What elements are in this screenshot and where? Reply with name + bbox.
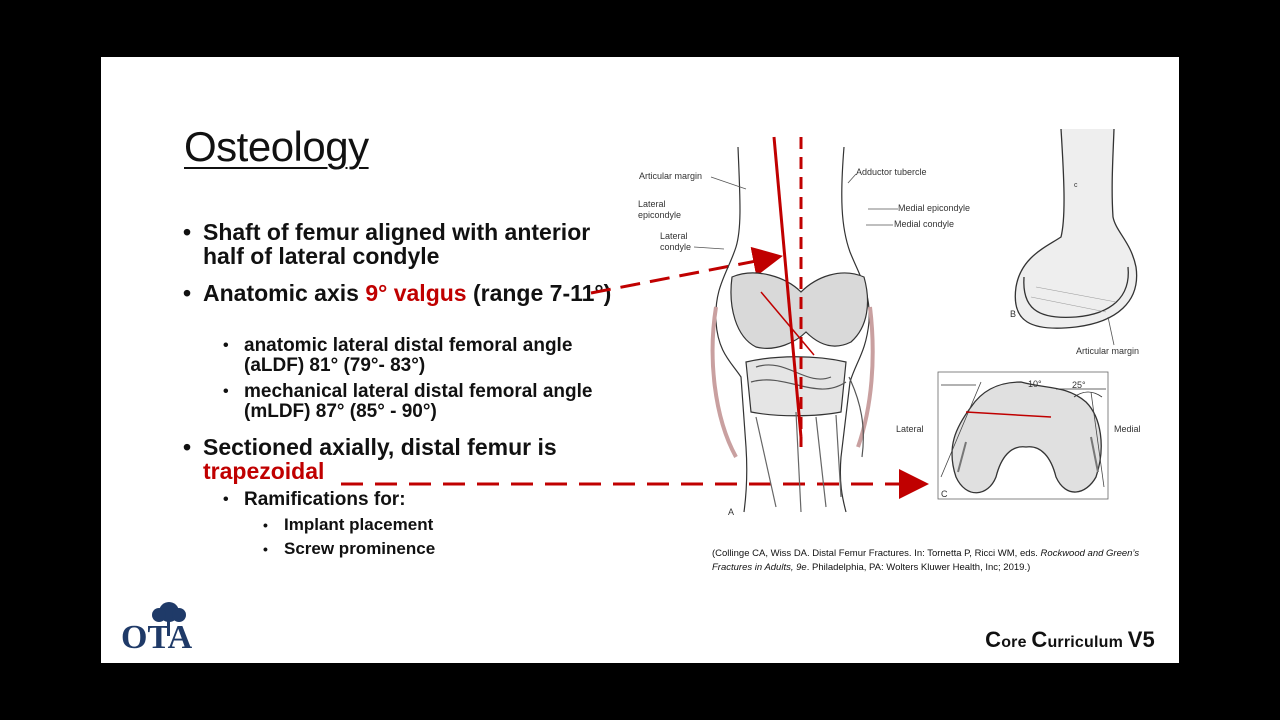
bullet-text-pre: Anatomic axis: [203, 280, 366, 306]
label-medial-epicondyle: Medial epicondyle: [898, 203, 970, 213]
label-lateral-condyle-1: Lateral: [660, 231, 688, 241]
trapezoidal-highlight: trapezoidal: [203, 458, 325, 484]
label-articular-margin: Articular margin: [639, 171, 702, 181]
brand-ore: ore: [1001, 634, 1032, 651]
valgus-highlight: 9° valgus: [365, 280, 467, 306]
subbullet-text: anatomic lateral distal femoral angle (a…: [244, 335, 573, 376]
bullet-dot: •: [223, 337, 229, 354]
label-panel-c: C: [941, 489, 948, 499]
subsubbullet-text: Screw prominence: [284, 539, 436, 558]
label-lateral-condyle-2: condyle: [660, 242, 691, 252]
brand-urriculum: urriculum: [1047, 634, 1128, 651]
brand-c1: C: [985, 627, 1002, 652]
valgus-arrow: [590, 246, 783, 295]
label-articular-margin-b: Articular margin: [1076, 346, 1139, 356]
brand-version: V5: [1127, 627, 1155, 652]
bullet-dot: •: [263, 517, 268, 533]
label-medial: Medial: [1114, 424, 1141, 434]
slide: Osteology • Shaft of femur aligned with …: [101, 57, 1179, 663]
citation-title: Rockwood and Green’s Fractures in Adults…: [712, 548, 1140, 573]
bullet-anatomic-axis: • Anatomic axis 9° valgus (range 7-11°): [183, 281, 623, 331]
subsubbullet-screw: • Screw prominence: [263, 539, 503, 561]
logo-text: OTA: [121, 619, 193, 656]
label-panel-b: B: [1010, 309, 1016, 319]
bullet-text-pre: Sectioned axially, distal femur is: [203, 434, 557, 460]
label-c-mark: c: [1074, 182, 1078, 189]
femur-illustration: Articular margin Adductor tubercle Later…: [638, 128, 1141, 517]
bullet-dot: •: [223, 383, 229, 400]
citation-pre: (Collinge CA, Wiss DA. Distal Femur Frac…: [712, 548, 1041, 559]
label-lateral-epicondyle-2: epicondyle: [638, 210, 681, 220]
label-panel-a: A: [728, 507, 734, 517]
bullet-text-post: (range 7-11°): [466, 280, 612, 306]
bullet-text: Sectioned axially, distal femur is trape…: [203, 435, 623, 483]
ota-logo: OTA: [121, 602, 193, 656]
core-curriculum-brand: Core Curriculum V5: [985, 627, 1155, 653]
subbullet-ramifications: • Ramifications for:: [223, 490, 623, 512]
bullet-text: Shaft of femur aligned with anterior hal…: [203, 219, 591, 269]
label-lateral-epicondyle-1: Lateral: [638, 199, 666, 209]
panel-c-axial-view: [937, 371, 1109, 500]
bullet-shaft-alignment: • Shaft of femur aligned with anterior h…: [183, 220, 623, 270]
bullet-dot: •: [263, 541, 268, 557]
subbullet-text: Ramifications for:: [244, 489, 406, 510]
bullet-dot: •: [223, 491, 229, 508]
subbullet-aldf: • anatomic lateral distal femoral angle …: [223, 336, 623, 376]
bullet-dot: •: [183, 219, 192, 245]
subsubbullet-text: Implant placement: [284, 515, 434, 534]
annotation-arrows: [341, 246, 929, 499]
figure-citation: (Collinge CA, Wiss DA. Distal Femur Frac…: [712, 547, 1152, 575]
joint-line: [760, 291, 815, 356]
bullet-text: Anatomic axis 9° valgus (range 7-11°): [203, 281, 623, 305]
slide-title: Osteology: [184, 123, 369, 170]
anatomic-axis-line: [772, 136, 803, 438]
label-angle-25: 25°: [1072, 380, 1086, 390]
label-adductor-tubercle: Adductor tubercle: [856, 167, 927, 177]
bullet-trapezoidal: • Sectioned axially, distal femur is tra…: [183, 435, 623, 485]
subbullet-text: mechanical lateral distal femoral angle …: [244, 381, 593, 422]
subbullet-mldf: • mechanical lateral distal femoral angl…: [223, 382, 623, 422]
panel-b-lateral-view: [1014, 128, 1138, 346]
label-lateral: Lateral: [896, 424, 924, 434]
subsubbullet-implant: • Implant placement: [263, 515, 503, 537]
citation-post: . Philadelphia, PA: Wolters Kluwer Healt…: [806, 562, 1031, 573]
bullet-dot: •: [183, 434, 192, 460]
brand-c2: C: [1031, 627, 1048, 652]
label-angle-10: 10°: [1028, 379, 1042, 389]
bullet-dot: •: [183, 280, 192, 306]
label-medial-condyle: Medial condyle: [894, 219, 954, 229]
